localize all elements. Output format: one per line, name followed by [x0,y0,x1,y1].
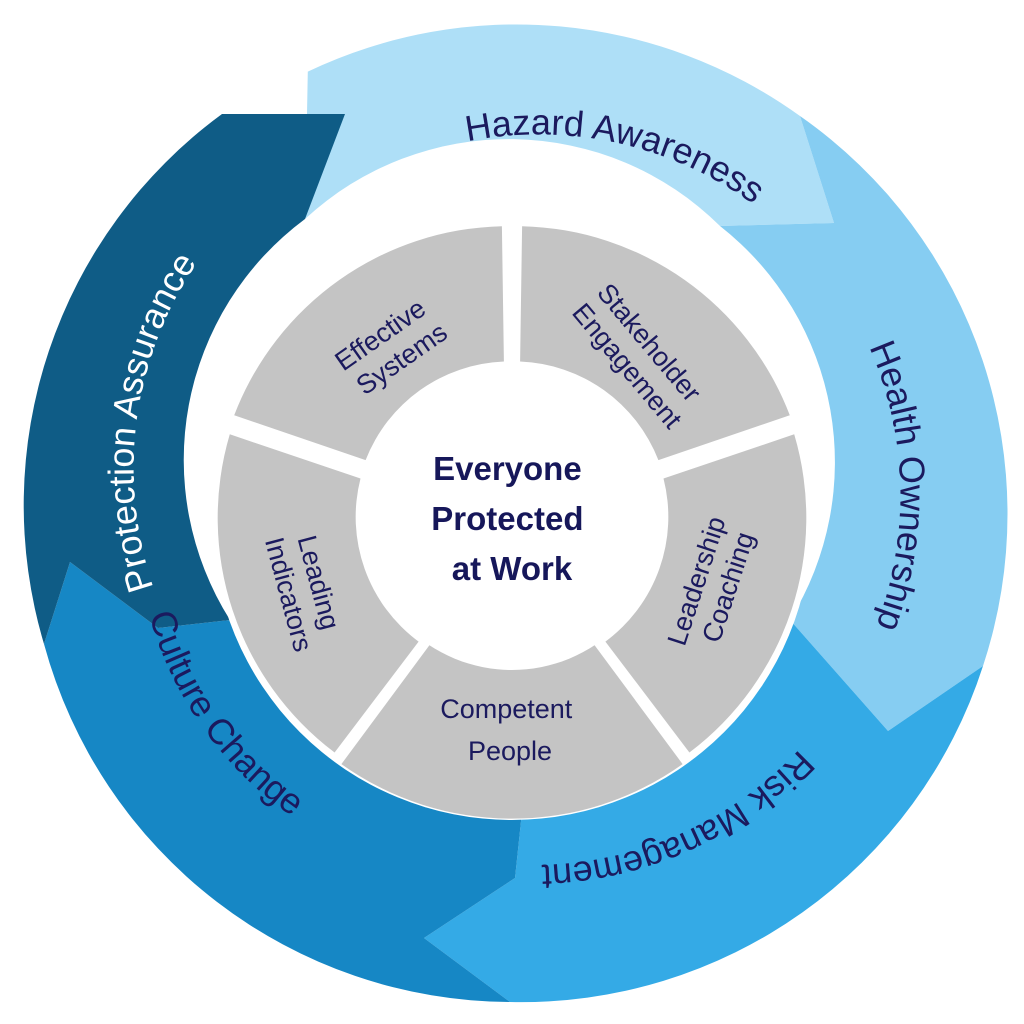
outer-segment-hazard-awareness[interactable] [305,24,834,226]
inner-segment-effective-systems[interactable] [234,226,504,461]
center-disc [362,370,662,670]
inner-segment-competent-people[interactable] [341,638,683,819]
inner-ring [217,226,807,819]
outer-segment-risk-management[interactable] [424,620,983,1003]
inner-segment-stakeholder-engagement[interactable] [520,226,790,461]
outer-segment-health-ownership[interactable] [720,116,1008,731]
label-competent-people: Competent People [440,694,580,766]
outer-segment-protection-assurance[interactable] [23,114,345,644]
center-title: Everyone Protected at Work [431,450,592,587]
outer-ring [23,24,1008,1003]
inner-segment-leadership-coaching[interactable] [605,434,807,753]
outer-segment-culture-change[interactable] [44,562,522,1002]
inner-segment-leading-indicators[interactable] [217,434,419,753]
